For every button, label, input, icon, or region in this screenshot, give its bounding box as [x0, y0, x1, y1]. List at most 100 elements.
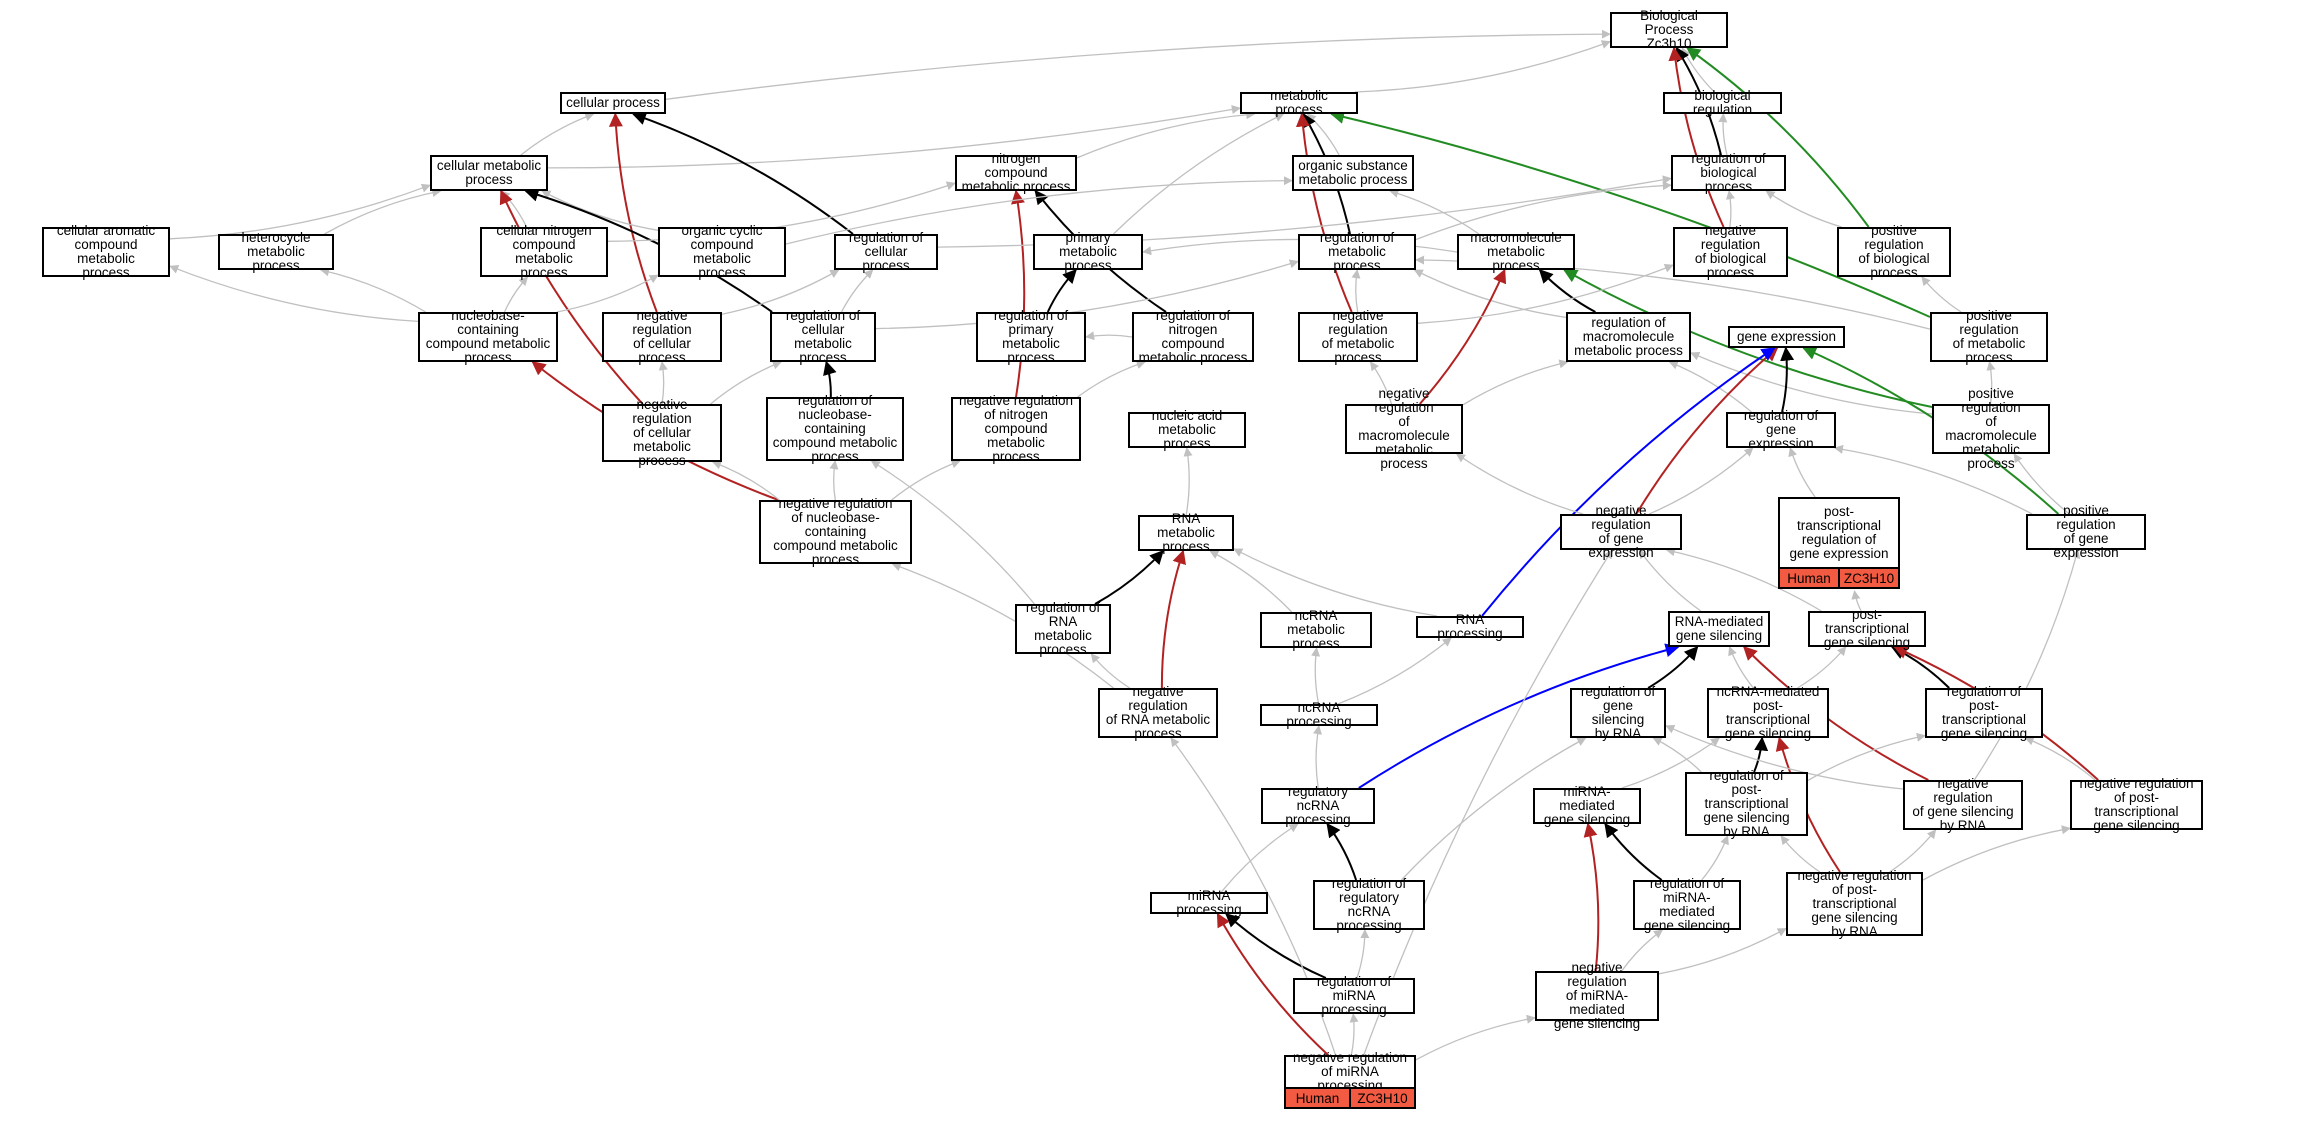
node-mirgs[interactable]: miRNA-mediated gene silencing	[1533, 785, 1641, 827]
edge-nrnbcmp-to-nrcmp	[711, 460, 780, 501]
node-mp[interactable]: metabolic process	[1240, 89, 1358, 117]
edge-rptgsrna-to-rgsrna	[1652, 737, 1702, 773]
node-rgsrna[interactable]: regulation of gene silencing by RNA	[1570, 685, 1666, 741]
node-prmp[interactable]: positive regulation of metabolic process	[1930, 309, 2048, 365]
node-rnamp[interactable]: RNA metabolic process	[1138, 512, 1234, 554]
edge-nrge-to-nrmacmp	[1455, 453, 1584, 515]
node-ncrnap[interactable]: ncRNA processing	[1260, 701, 1378, 729]
edge-occmp-to-osmp	[785, 176, 1293, 245]
edge-nrncmp-to-ncmp	[1011, 189, 1026, 398]
node-cncmp[interactable]: cellular nitrogen compound metabolic pro…	[480, 224, 608, 280]
node-rrnamp[interactable]: regulation of RNA metabolic process	[1015, 601, 1111, 657]
node-nrcp[interactable]: negative regulation of cellular process	[602, 309, 722, 365]
node-prmacmp[interactable]: positive regulation of macromolecule met…	[1932, 387, 2050, 471]
edge-prbp-to-rbp	[1765, 190, 1842, 228]
node-prge[interactable]: positive regulation of gene expression	[2026, 504, 2146, 560]
node-nrgsrna[interactable]: negative regulation of gene silencing by…	[1903, 777, 2023, 833]
node-nrptgs[interactable]: negative regulation of post-transcriptio…	[2070, 777, 2203, 833]
edge-nrptgsrna-to-nrptgs	[1922, 825, 2071, 881]
node-cp[interactable]: cellular process	[560, 92, 666, 114]
node-rmp[interactable]: regulation of metabolic process	[1298, 231, 1416, 273]
node-rregncrnap[interactable]: regulation of regulatory ncRNA processin…	[1313, 877, 1425, 933]
edge-prmacmp-to-prmp	[1986, 361, 1996, 405]
node-ncrnaptgs[interactable]: ncRNA-mediated post-transcriptional gene…	[1707, 685, 1829, 741]
node-cacmp[interactable]: cellular aromatic compound metabolic pro…	[42, 224, 170, 280]
node-nrmp[interactable]: negative regulation of metabolic process	[1298, 309, 1418, 365]
edge-cncmp-to-cmp	[500, 190, 528, 228]
node-mirp[interactable]: miRNA processing	[1150, 889, 1268, 917]
node-rmirgs[interactable]: regulation of miRNA-mediated gene silenc…	[1633, 877, 1741, 933]
edge-br-to-bp	[1681, 47, 1715, 93]
node-nrptgsrna[interactable]: negative regulation of post-transcriptio…	[1786, 869, 1923, 939]
node-nrncmp[interactable]: negative regulation of nitrogen compound…	[951, 394, 1081, 464]
node-regncrnap[interactable]: regulatory ncRNA processing	[1261, 785, 1375, 827]
node-prbp[interactable]: positive regulation of biological proces…	[1837, 224, 1951, 280]
node-rncmp[interactable]: regulation of nitrogen compound metaboli…	[1132, 309, 1254, 365]
node-rnbcmp[interactable]: regulation of nucleobase-containing comp…	[766, 394, 904, 464]
node-hmp[interactable]: heterocycle metabolic process	[218, 231, 334, 273]
edge-nrrnamp-to-rnamp	[1160, 549, 1186, 689]
annotation-gene: ZC3H10	[1349, 1089, 1414, 1107]
edge-ncrnaptgs-to-rnags	[1728, 646, 1754, 689]
node-nrmirp[interactable]: negative regulation of miRNA processing	[1284, 1051, 1416, 1093]
node-br[interactable]: biological regulation	[1663, 89, 1782, 117]
node-rptgsrna[interactable]: regulation of post-transcriptional gene …	[1685, 769, 1808, 839]
node-rmacmp[interactable]: regulation of macromolecule metabolic pr…	[1566, 312, 1691, 362]
edge-rcmp-to-rmp	[875, 259, 1299, 330]
edge-rnags-to-nrge	[1638, 549, 1702, 612]
node-ptrge[interactable]: post-transcriptional regulation of gene …	[1778, 497, 1900, 569]
edge-nrgsrna-to-rnags	[1743, 646, 1929, 781]
node-rge[interactable]: regulation of gene expression	[1726, 409, 1836, 451]
node-rcp[interactable]: regulation of cellular process	[834, 231, 938, 273]
edge-mp-to-bp	[1354, 40, 1611, 93]
edge-nbcmp-to-occmp	[556, 274, 659, 313]
edge-ptgs-to-nrge	[1665, 547, 1822, 612]
edge-ptgs-to-ptrge	[1851, 590, 1862, 612]
node-macmp[interactable]: macromolecule metabolic process	[1457, 231, 1575, 273]
node-occmp[interactable]: organic cyclic compound metabolic proces…	[658, 224, 786, 280]
node-ncrnamp[interactable]: ncRNA metabolic process	[1260, 609, 1372, 651]
edge-prge-to-rge	[1833, 444, 2033, 515]
node-nbcmp[interactable]: nucleobase-containing compound metabolic…	[418, 309, 558, 365]
edge-regncrnap-to-rnags	[1358, 643, 1680, 789]
node-cmp[interactable]: cellular metabolic process	[430, 155, 548, 191]
edge-rnap-to-ge	[1481, 347, 1776, 617]
node-rmirp[interactable]: regulation of miRNA processing	[1293, 975, 1415, 1017]
node-rnags[interactable]: RNA-mediated gene silencing	[1668, 611, 1770, 647]
edge-osmp-to-mp	[1306, 113, 1340, 156]
edge-nrcp-to-cp	[608, 112, 658, 313]
edge-cp-to-bp	[665, 29, 1611, 100]
edge-mirgs-to-ncrnaptgs	[1621, 737, 1721, 789]
node-nrnbcmp[interactable]: negative regulation of nucleobase-contai…	[759, 497, 912, 567]
edge-nrmirgs-to-mirgs	[1583, 822, 1600, 972]
node-rbp[interactable]: regulation of biological process	[1671, 152, 1786, 194]
edge-pmp-to-mp	[1113, 113, 1285, 235]
node-nrmirgs[interactable]: negative regulation of miRNA-mediated ge…	[1535, 961, 1659, 1031]
node-rptgs[interactable]: regulation of post-transcriptional gene …	[1925, 685, 2043, 741]
node-pmp[interactable]: primary metabolic process	[1033, 231, 1143, 273]
node-rnap[interactable]: RNA processing	[1416, 613, 1524, 641]
node-ncmp[interactable]: nitrogen compound metabolic process	[955, 152, 1077, 194]
edge-prmacmp-to-rmacmp	[1690, 351, 1933, 415]
edge-rge-to-ge	[1780, 346, 1795, 413]
edge-rgsrna-to-rnags	[1647, 645, 1699, 689]
node-bp[interactable]: Biological Process Zc3h10	[1610, 9, 1728, 51]
node-namp[interactable]: nucleic acid metabolic process	[1128, 409, 1246, 451]
node-osmp[interactable]: organic substance metabolic process	[1292, 155, 1414, 191]
edge-rrnamp-to-rnbcmp	[870, 460, 1036, 605]
node-rcmp[interactable]: regulation of cellular metabolic process	[770, 309, 876, 365]
node-rpmp[interactable]: regulation of primary metabolic process	[976, 309, 1086, 365]
node-ge[interactable]: gene expression	[1728, 326, 1845, 348]
node-nrrnamp[interactable]: negative regulation of RNA metabolic pro…	[1098, 685, 1218, 741]
edge-nrrnamp-to-nrnbcmp	[891, 562, 1114, 689]
node-nrbp[interactable]: negative regulation of biological proces…	[1673, 224, 1788, 280]
edge-prge-to-prmacmp	[2013, 453, 2070, 515]
node-nrcmp[interactable]: negative regulation of cellular metaboli…	[602, 398, 722, 468]
node-nrmacmp[interactable]: negative regulation of macromolecule met…	[1345, 387, 1463, 471]
edge-nrge-to-rge	[1648, 447, 1754, 515]
edge-nrmp-to-rmp	[1351, 269, 1361, 313]
node-nrge[interactable]: negative regulation of gene expression	[1560, 504, 1682, 560]
node-ptgs[interactable]: post-transcriptional gene silencing	[1808, 608, 1926, 650]
